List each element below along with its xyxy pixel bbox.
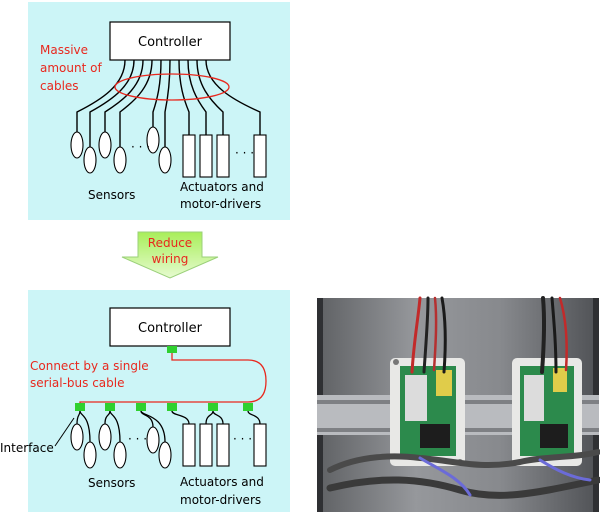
top-controller-box — [109, 21, 231, 61]
left-interface-board — [390, 358, 465, 466]
photo-cables — [326, 296, 600, 499]
top-sensors-label: Sensors — [88, 188, 135, 202]
top-sensor-2 — [83, 146, 97, 174]
bottom-annotation-line-1: Connect by a single — [30, 359, 149, 373]
top-cable-6 — [164, 59, 171, 147]
top-cable-2 — [89, 59, 135, 147]
top-sensor-1 — [70, 131, 84, 159]
bottom-sensor-1 — [70, 423, 84, 451]
bottom-actuator-dots: · · · — [233, 432, 252, 446]
top-sensor-6 — [158, 146, 172, 174]
top-actuator-1 — [182, 134, 196, 178]
serial-bus-cable — [79, 352, 267, 408]
bus-node-5 — [208, 403, 218, 411]
bottom-annotation-line-2: serial-bus cable — [30, 376, 125, 390]
top-actuator-3 — [216, 134, 230, 178]
bottom-actuator-group — [182, 423, 267, 467]
top-actuator-group — [182, 134, 267, 178]
circuit-board-photo — [317, 296, 600, 512]
top-sensor-3 — [98, 131, 112, 159]
top-panel: Controller Massive amount of cables · · … — [28, 2, 290, 220]
bottom-actuators-label-line-1: Actuators and — [180, 475, 264, 489]
bottom-actuator-1 — [182, 423, 196, 467]
bus-interface-nodes — [75, 403, 253, 411]
top-cable-1 — [76, 59, 126, 132]
bottom-panel: Controller Connect by a single serial-bu… — [0, 290, 290, 512]
bottom-sensor-2 — [83, 441, 97, 469]
bottom-controller-label: Controller — [138, 321, 203, 336]
top-controller-label: Controller — [138, 35, 203, 50]
top-cable-bundle — [76, 59, 261, 147]
bottom-sensor-3 — [98, 423, 112, 451]
top-actuator-4 — [253, 134, 267, 178]
bottom-sensor-group — [70, 423, 172, 469]
top-cable-highlight-ellipse — [114, 73, 230, 101]
top-cable-4 — [119, 59, 153, 147]
bus-node-1 — [75, 403, 85, 411]
top-cable-9 — [196, 59, 224, 135]
top-actuator-dots: · · · — [235, 146, 254, 160]
arrow-text-line-2: wiring — [152, 252, 189, 266]
top-sensor-4 — [113, 146, 127, 174]
top-cable-10 — [205, 59, 261, 135]
bottom-actuator-3 — [216, 423, 230, 467]
arrow-text-line-1: Reduce — [148, 236, 192, 250]
top-annotation-line-2: amount of — [40, 61, 102, 75]
drop-wire-10 — [247, 410, 261, 425]
bottom-sensor-dots: · · · — [128, 432, 147, 446]
drop-wire-4 — [109, 410, 121, 443]
bottom-actuator-2 — [199, 423, 213, 467]
top-annotation-line-3: cables — [40, 79, 79, 93]
reduce-wiring-arrow: Reduce wiring — [121, 231, 219, 279]
drop-wire-2 — [79, 410, 91, 443]
top-actuators-label-line-2: motor-drivers — [180, 197, 261, 211]
right-interface-board — [512, 358, 582, 466]
bottom-actuator-4 — [253, 423, 267, 467]
bottom-controller-box — [109, 307, 231, 347]
top-sensor-dots: · · · — [131, 140, 150, 154]
bottom-actuators-label-line-2: motor-drivers — [180, 493, 261, 507]
interface-label: Interface — [0, 441, 54, 455]
top-actuators-label-line-1: Actuators and — [180, 180, 264, 194]
bottom-sensors-label: Sensors — [88, 476, 135, 490]
top-cable-5 — [152, 59, 162, 127]
drop-wire-6 — [140, 410, 166, 443]
top-sensor-group — [70, 126, 172, 174]
top-annotation-line-1: Massive — [40, 43, 88, 57]
bus-node-4 — [167, 403, 177, 411]
controller-bus-node — [167, 346, 177, 353]
drop-wire-9 — [212, 410, 224, 425]
drop-wire-7 — [171, 410, 190, 425]
bottom-drop-wires — [76, 410, 261, 443]
top-cable-7 — [178, 59, 190, 135]
bottom-sensor-4 — [113, 441, 127, 469]
bottom-sensor-5 — [146, 426, 160, 454]
down-arrow-icon — [121, 231, 219, 279]
interface-pointer-line — [54, 417, 75, 447]
bus-node-2 — [105, 403, 115, 411]
bottom-sensor-6 — [158, 441, 172, 469]
top-cable-8 — [187, 59, 207, 135]
top-actuator-2 — [199, 134, 213, 178]
bus-node-3 — [136, 403, 146, 411]
top-sensor-5 — [146, 126, 160, 154]
top-cable-3 — [104, 59, 144, 132]
bus-node-6 — [243, 403, 253, 411]
